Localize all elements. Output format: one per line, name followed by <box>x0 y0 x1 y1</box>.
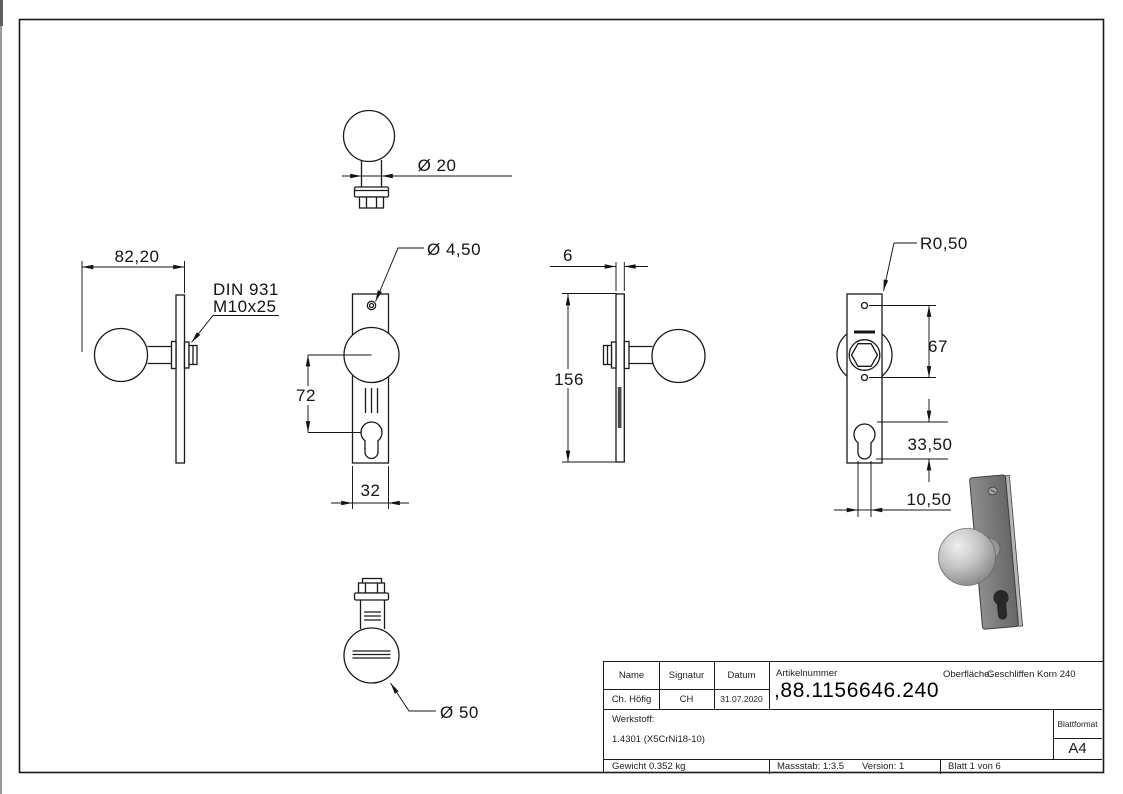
dim-neck-diameter: Ø 20 <box>342 156 512 179</box>
keyhole-render-stem <box>996 597 1008 620</box>
dim-text-plate-height: 156 <box>554 370 584 389</box>
dim-text-keyhole-height: 33,50 <box>907 435 952 454</box>
dim-keyhole-height: 33,50 <box>876 399 952 482</box>
grid-line <box>604 759 1102 761</box>
keyhole-slot-edge <box>617 387 622 428</box>
surface-value: Geschliffen Korn 240 <box>987 669 1076 680</box>
dim-centers-72: 72 <box>292 354 372 433</box>
grid-line <box>769 759 771 774</box>
window-edge-notch <box>0 0 3 26</box>
version-value: Version: 1 <box>862 761 905 772</box>
grid-line <box>714 662 716 709</box>
back-view-plate: R0,50 67 33,50 10,50 <box>834 234 968 517</box>
bolt-note: DIN 931 M10x25 <box>191 280 279 343</box>
knob-ball-render <box>938 528 996 586</box>
dim-text-neck-diameter: Ø 20 <box>418 156 457 175</box>
dim-text-overall-depth: 82,20 <box>114 247 159 266</box>
name-label: Name <box>618 670 645 681</box>
dim-text-keyhole-width: 10,50 <box>906 490 951 509</box>
note-text-thread: M10x25 <box>213 297 276 316</box>
dim-text-corner-radius: R0,50 <box>920 234 968 253</box>
grid-line <box>940 759 942 774</box>
dim-hole-spacing: 67 <box>869 305 948 378</box>
dim-plate-width: 32 <box>331 466 409 509</box>
material-value: 1.4301 (X5CrNi18-10) <box>612 734 705 745</box>
grid-line <box>1053 738 1102 740</box>
left-side-view: 82,20 DIN 931 M10x25 <box>81 247 279 464</box>
dim-corner-radius: R0,50 <box>883 234 968 292</box>
keyhole-back <box>853 423 876 460</box>
product-render-3d <box>938 474 1023 630</box>
dim-text-plate-thickness: 6 <box>563 246 573 265</box>
material-label: Werkstoff: <box>612 714 655 725</box>
signature-label: Signatur <box>668 670 705 681</box>
date-value: 31.07.2020 <box>720 694 763 704</box>
dim-overall-depth: 82,20 <box>81 247 185 352</box>
dim-text-plate-width: 32 <box>361 481 381 500</box>
drawing-frame <box>18 18 1105 774</box>
sheet-format-value: A4 <box>1068 740 1087 757</box>
grid-line <box>1053 709 1055 759</box>
grid-line <box>769 662 771 709</box>
dim-plate-height: 156 <box>552 293 617 463</box>
right-side-view: 6 156 <box>550 246 706 463</box>
window-edge-line <box>0 0 2 794</box>
grid-line <box>604 709 1102 711</box>
note-text-din: DIN 931 <box>213 280 279 299</box>
surface-label: Oberfläche: <box>943 669 993 680</box>
keyhole-front <box>360 421 383 460</box>
date-label: Datum <box>727 670 756 681</box>
front-view-plate: 72 Ø 4,50 32 <box>292 240 481 509</box>
title-block: Name Signatur Datum Artikelnummer Oberfl… <box>603 661 1104 774</box>
hex-nut <box>850 343 879 367</box>
sheet-value: Blatt 1 von 6 <box>948 761 1001 772</box>
article-number-label: Artikelnummer <box>776 668 838 679</box>
top-view-knob: Ø 20 <box>342 109 512 209</box>
sheet-format-label: Blattformat <box>1057 718 1098 729</box>
article-number: ,88.1156646.240 <box>774 679 940 702</box>
dim-hole-diameter: Ø 4,50 <box>375 240 481 302</box>
dim-text-ball-diameter: Ø 50 <box>440 703 479 722</box>
scale-value: Massstab: 1:3.5 <box>777 761 845 772</box>
signature-value: CH <box>679 693 694 705</box>
weight-value: Gewicht 0.352 kg <box>612 761 686 772</box>
bottom-view-knob: Ø 50 <box>343 577 479 722</box>
grid-line <box>659 662 661 709</box>
dim-text-centers: 72 <box>296 386 316 405</box>
dim-keyhole-width: 10,50 <box>834 461 951 517</box>
grid-line <box>604 689 769 691</box>
dim-plate-thickness: 6 <box>550 246 648 291</box>
dim-text-hole-spacing: 67 <box>928 337 948 356</box>
dim-text-hole-diameter: Ø 4,50 <box>427 240 481 259</box>
dim-ball-diameter: Ø 50 <box>390 682 479 722</box>
name-value: Ch. Höfig <box>611 693 652 705</box>
